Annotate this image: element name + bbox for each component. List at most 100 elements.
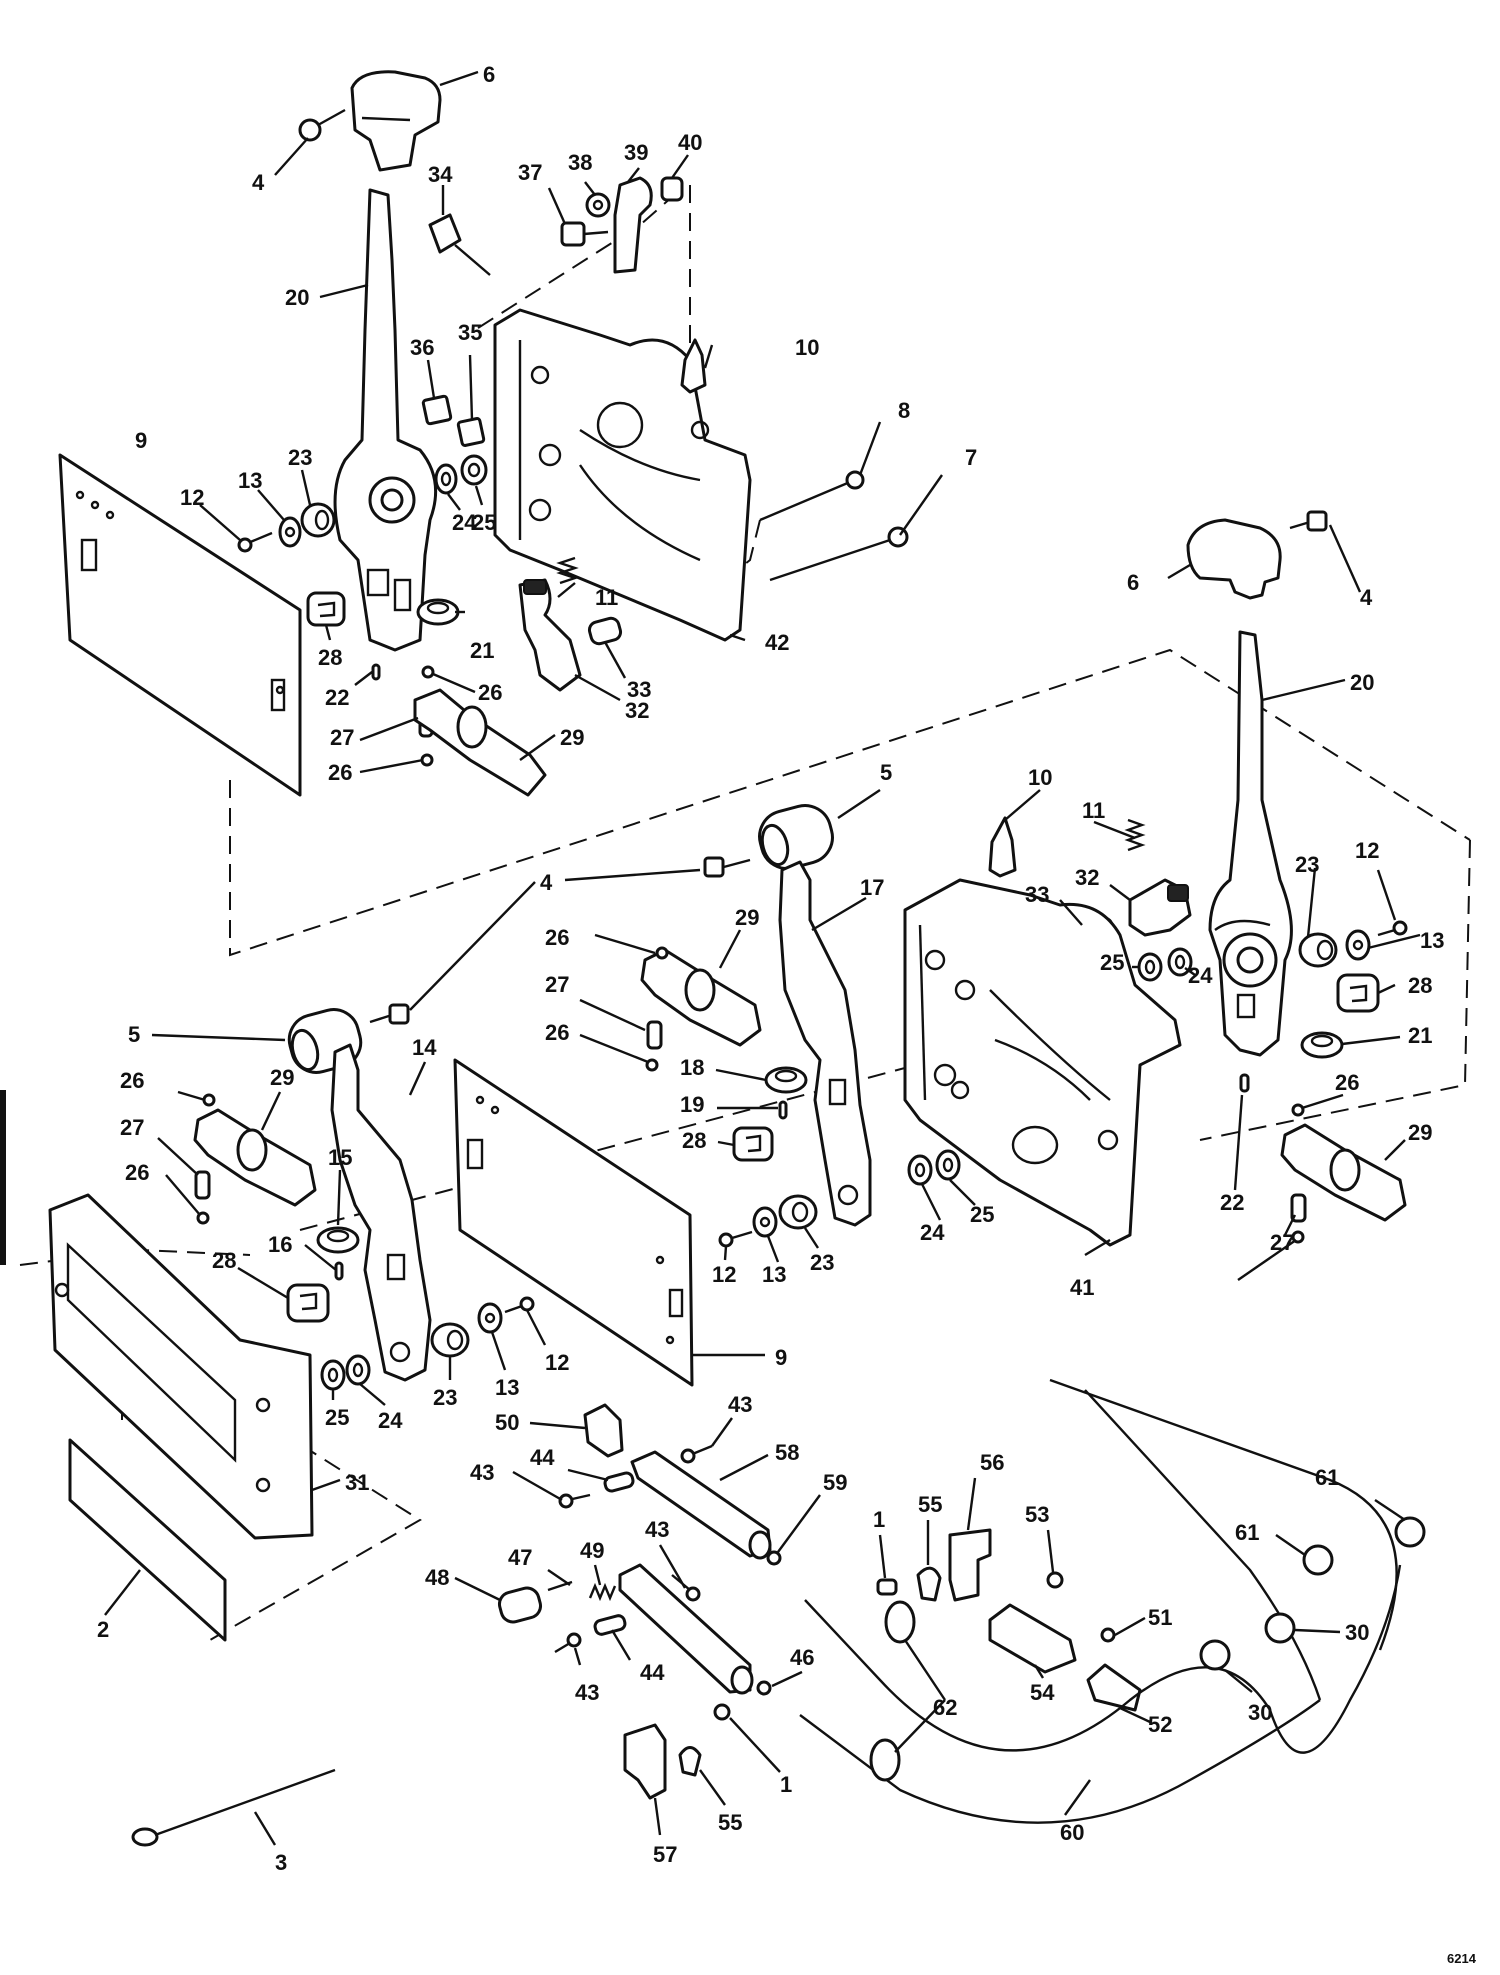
callout-21-upper: 21 <box>470 638 494 663</box>
pin-10-right <box>988 816 1017 878</box>
washer-13-upper <box>278 516 302 548</box>
callout-38: 38 <box>568 150 592 175</box>
callout-62: 62 <box>933 1695 957 1720</box>
callout-28-mid: 28 <box>682 1128 706 1153</box>
cap-61-a <box>1394 1516 1426 1548</box>
callout-21-right: 21 <box>1408 1023 1432 1048</box>
callout-20-right: 20 <box>1350 670 1374 695</box>
screw-37 <box>560 221 609 247</box>
cap-30-b <box>1199 1639 1231 1671</box>
pin-27-right <box>1290 1193 1307 1223</box>
callout-26-upper-a: 26 <box>478 680 502 705</box>
cam-32-right <box>1128 878 1192 937</box>
callout-24-mid: 24 <box>920 1220 945 1245</box>
callout-4-mid: 4 <box>540 870 553 895</box>
mounting-plate-9-upper <box>58 453 302 797</box>
pin-19 <box>778 1100 788 1120</box>
callout-43-a: 43 <box>728 1392 752 1417</box>
screw-12-upper <box>237 531 273 553</box>
pin-44-a <box>603 1471 635 1493</box>
screw-43-b <box>558 1493 591 1509</box>
callout-39: 39 <box>624 140 648 165</box>
lever-14 <box>330 1043 432 1382</box>
pin-44-b <box>593 1614 627 1636</box>
callout-12-left: 12 <box>545 1350 569 1375</box>
callout-29-left: 29 <box>270 1065 294 1090</box>
callout-26-mid-b: 26 <box>545 1020 569 1045</box>
callout-26-left-b: 26 <box>125 1160 149 1185</box>
callout-28-right: 28 <box>1408 973 1432 998</box>
callout-1-lower: 1 <box>780 1772 792 1797</box>
callout-20-upper: 20 <box>285 285 309 310</box>
slide-29-mid <box>640 948 762 1047</box>
callout-13-mid: 13 <box>762 1262 786 1287</box>
washer-13-right <box>1345 929 1371 961</box>
callout-44-a: 44 <box>530 1445 555 1470</box>
callout-55-upper: 55 <box>918 1492 942 1517</box>
callout-23-upper: 23 <box>288 445 312 470</box>
lever-20-upper <box>333 188 438 652</box>
ring-46 <box>756 1680 772 1696</box>
handle-knob-6-right <box>1186 518 1282 600</box>
callout-25-upper: 25 <box>472 510 496 535</box>
callout-12-upper: 12 <box>180 485 204 510</box>
ferrule-62-upper <box>884 1600 916 1644</box>
spring-11-upper <box>556 556 579 585</box>
callout-27-left: 27 <box>120 1115 144 1140</box>
callout-11-upper: 11 <box>595 585 618 610</box>
washer-25-mid <box>935 1149 961 1181</box>
clip-52 <box>1086 1663 1142 1712</box>
callout-37: 37 <box>518 160 542 185</box>
block-36 <box>421 394 453 426</box>
ring-59 <box>766 1550 782 1566</box>
block-35 <box>456 417 486 447</box>
cover-31 <box>48 1193 314 1540</box>
scan-edge-bar <box>0 1090 6 1265</box>
callout-10-right: 10 <box>1028 765 1052 790</box>
screw-34 <box>428 213 491 276</box>
decal-2 <box>68 1438 227 1642</box>
callout-33-upper: 33 <box>627 677 651 702</box>
callout-27-right: 27 <box>1270 1230 1294 1255</box>
callout-24-upper: 24 <box>452 510 477 535</box>
callout-23-mid: 23 <box>810 1250 834 1275</box>
callout-11-right: 11 <box>1082 798 1105 823</box>
screw-43-d <box>554 1632 582 1654</box>
screw-26-right-a <box>1291 1103 1305 1117</box>
callout-1-upper: 1 <box>873 1507 885 1532</box>
callout-7: 7 <box>965 445 977 470</box>
washer-25-left <box>320 1359 346 1391</box>
control-housing-42 <box>493 308 752 642</box>
washer-25-right <box>1137 952 1163 982</box>
screw-26-left-b <box>196 1211 210 1225</box>
callout-2: 2 <box>97 1617 109 1642</box>
callout-33-right: 33 <box>1025 882 1049 907</box>
screw-43-a <box>680 1444 713 1464</box>
callout-24-left: 24 <box>378 1408 403 1433</box>
screw-8 <box>759 470 865 522</box>
bushing-23-right <box>1298 932 1338 968</box>
callout-29-right: 29 <box>1408 1120 1432 1145</box>
bushing-23-left <box>430 1322 470 1358</box>
callout-25-left: 25 <box>325 1405 349 1430</box>
pin-27-mid <box>646 1020 663 1050</box>
pin-16 <box>334 1261 344 1281</box>
callout-6-upper: 6 <box>483 62 495 87</box>
callout-26-upper-b: 26 <box>328 760 352 785</box>
callout-26-left-a: 26 <box>120 1068 144 1093</box>
screw-26-mid-b <box>645 1058 659 1072</box>
screw-4-mid <box>703 856 751 878</box>
clip-55-upper <box>916 1566 942 1602</box>
spacer-40 <box>660 176 684 202</box>
callout-43-b: 43 <box>470 1460 494 1485</box>
clip-55-lower <box>678 1746 702 1777</box>
callout-59: 59 <box>823 1470 847 1495</box>
bushing-23-mid <box>778 1194 818 1230</box>
callout-19: 19 <box>680 1092 704 1117</box>
washer-13-left <box>477 1302 503 1334</box>
callout-15: 15 <box>328 1145 352 1170</box>
callout-31: 31 <box>345 1470 369 1495</box>
slide-29-upper <box>413 688 547 797</box>
callout-5-right: 5 <box>880 760 892 785</box>
